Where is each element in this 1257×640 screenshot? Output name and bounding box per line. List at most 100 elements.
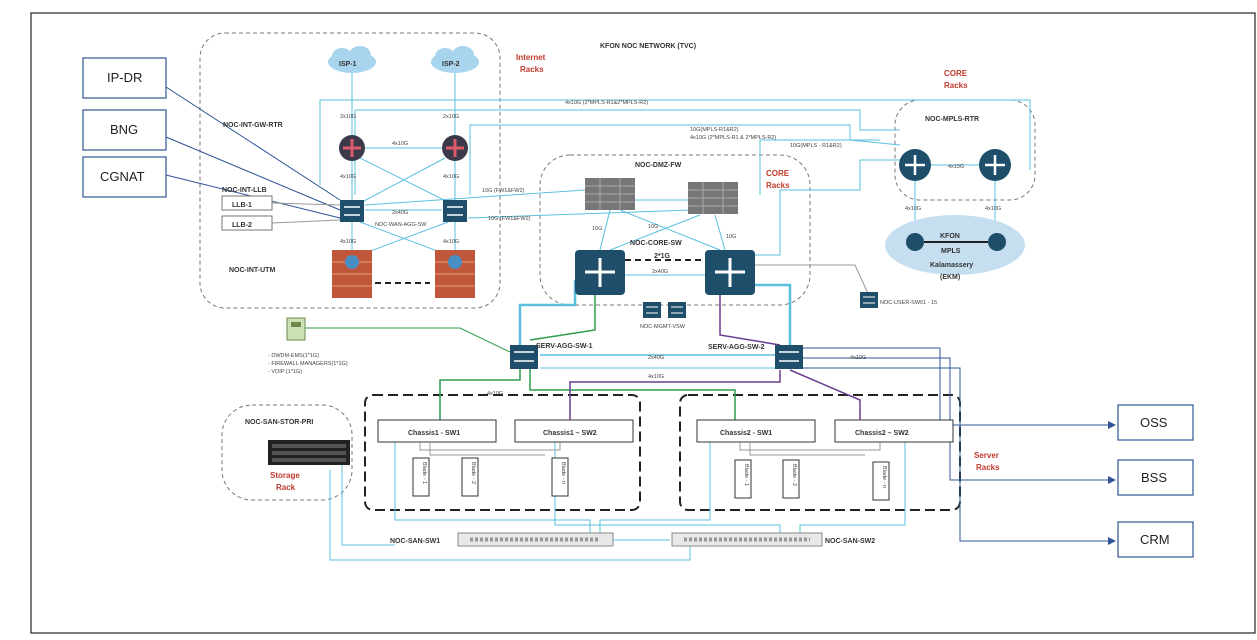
link-core1-serv1 <box>518 280 577 345</box>
cgnat-box <box>82 156 167 198</box>
bng-box <box>82 109 167 151</box>
firewall-icon-dmz-2 <box>688 182 738 214</box>
zone-label-core-top-1: CORE <box>944 69 968 78</box>
chassis1-sw2-box <box>514 419 634 443</box>
link-cross-4 <box>359 221 449 256</box>
kfon-label: KFON <box>940 233 960 240</box>
llb-1-box <box>221 195 273 211</box>
zone-server-chassis2 <box>679 394 961 511</box>
san-switch-2 <box>671 532 823 547</box>
noc-san-sw1-label: NOC-SAN-SW1 <box>390 538 440 545</box>
link-bss <box>800 357 1108 481</box>
zone-label-core-top-2: Racks <box>944 81 968 90</box>
crm-box <box>1117 521 1194 558</box>
link-fw2-core2 <box>714 214 726 251</box>
mpls-label: MPLS <box>941 248 961 255</box>
blades-chassis2 <box>734 442 890 501</box>
chassis2-sw2-label: Chassis2 – SW2 <box>855 430 909 437</box>
noc-int-utm-label: NOC-INT-UTM <box>229 267 275 274</box>
zone-label-internet-1: Internet <box>516 53 546 62</box>
blade-c1-n: Blade - n <box>560 462 566 484</box>
cgnat-text: CGNAT <box>100 169 145 184</box>
chassis1-sw2-label: Chassis1 – SW2 <box>543 430 597 437</box>
link-label-fw-cross: 10G <box>648 224 658 230</box>
link-label-aggutm1: 4x10G <box>340 239 356 245</box>
firewall-icon-utm-1 <box>332 250 372 298</box>
link-label-fw1: 10G (FW1&FW2) <box>482 188 525 194</box>
router-icon-mpls-2 <box>979 149 1011 181</box>
link-crm <box>800 367 1108 542</box>
link-llb1 <box>271 202 341 206</box>
isp-2-label: ISP-2 <box>442 61 460 68</box>
noc-core-sw-label: NOC-CORE-SW <box>630 240 682 247</box>
noc-san-stor-label: NOC-SAN-STOR-PRI <box>245 419 313 426</box>
zone-server-chassis1 <box>364 394 641 511</box>
chassis1-sw1-box <box>377 419 497 443</box>
noc-int-llb-label: NOC-INT-LLB <box>222 187 267 194</box>
switch-icon-mgmt-2 <box>668 302 686 318</box>
link-fw1-core1 <box>599 209 611 251</box>
link-serv1-c1sw1 <box>439 368 521 420</box>
zone-label-server-2: Racks <box>976 463 1000 472</box>
zone-label-storage-1: Storage <box>270 471 300 480</box>
zone-label-server-1: Server <box>974 451 999 460</box>
switch-icon-user <box>860 292 878 308</box>
link-stor-san1 <box>341 460 395 546</box>
link-label-aggagg: 2x40G <box>392 210 408 216</box>
server-icon-dwdm <box>286 317 306 341</box>
link-serv2-c1sw2 <box>569 370 781 420</box>
switch-icon-mgmt-1 <box>643 302 661 318</box>
dwdm-label: - DWDM-EMS(1*1G) <box>268 353 319 359</box>
link-fw-cross-2 <box>609 214 701 251</box>
link-fw-cross-1 <box>619 209 721 251</box>
switch-icon-wan-agg-1 <box>340 200 364 222</box>
firewall-icon-dmz-1 <box>585 178 635 210</box>
ekm-label: (EKM) <box>940 274 960 281</box>
link-label-serv-serv: 2x40G <box>648 355 664 361</box>
serv-agg-sw2-label: SERV-AGG-SW-2 <box>708 344 765 351</box>
link-label-fw-core2: 10G <box>726 234 736 240</box>
link-label-rr: 4x10G <box>392 141 408 147</box>
diagram-title: KFON NOC NETWORK (TVC) <box>600 43 696 50</box>
zone-internet <box>199 32 501 309</box>
isp-cloud-2: ISP-2 <box>431 46 479 73</box>
link-label-fw2: 10G (FW1&FW2) <box>488 216 531 222</box>
link-label-r1agg: 4x10G <box>340 174 356 180</box>
link-label-fw-core1: 10G <box>592 226 602 232</box>
switch-icon-serv-agg-2 <box>775 345 803 369</box>
kalamassery-label: Kalamassery <box>930 262 973 269</box>
ip-dr-text: IP-DR <box>107 70 142 85</box>
link-label-mpls-4: 10G(MPLS - R1&R2) <box>790 143 842 149</box>
llb-1-label: LLB-1 <box>232 202 252 209</box>
link-core-mpls <box>745 159 905 256</box>
router-icon-core-1 <box>575 250 625 295</box>
zone-label-core-mid-1: CORE <box>766 169 790 178</box>
oss-box <box>1117 404 1194 441</box>
blade-c2-2: Blade - 2 <box>791 464 797 486</box>
noc-dmz-fw-label: NOC-DMZ-FW <box>635 162 682 169</box>
noc-san-sw2-label: NOC-SAN-SW2 <box>825 538 875 545</box>
chassis2-sw1-label: Chassis2 - SW1 <box>720 430 772 437</box>
arrow-crm <box>1108 537 1116 545</box>
link-mpls-1 <box>319 99 1031 185</box>
link-label-isp2: 2x10G <box>443 114 459 120</box>
blade-c1-2: Blade - 2 <box>470 462 476 484</box>
link-agg-fw2 <box>467 209 691 219</box>
router-icon-int-1 <box>339 135 365 161</box>
zone-label-internet-2: Racks <box>520 65 544 74</box>
link-serv1-c2sw1 <box>529 368 736 420</box>
arrow-oss <box>1108 421 1116 429</box>
switch-icon-serv-agg-1 <box>510 345 538 369</box>
link-mpls-4 <box>759 139 880 195</box>
link-label-mpls-kfon1: 4x10G <box>905 206 921 212</box>
outer-frame <box>30 12 1256 634</box>
link-core2-serv2 <box>745 283 792 345</box>
noc-mpls-rtr-label: NOC-MPLS-RTR <box>925 116 979 123</box>
link-purple-1 <box>719 290 781 346</box>
link-green-1 <box>529 285 596 341</box>
link-dwdm <box>305 327 511 353</box>
noc-wan-agg-sw-label: NOC-WAN-AGG-SW <box>375 222 427 228</box>
link-bng <box>165 136 341 211</box>
oss-text: OSS <box>1140 415 1168 430</box>
